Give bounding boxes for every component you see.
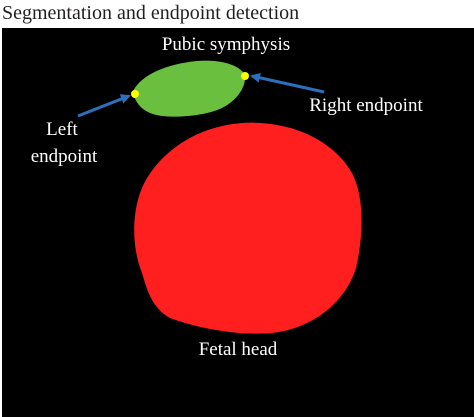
fetal-head-label: Fetal head xyxy=(199,339,278,360)
right-endpoint-marker xyxy=(241,72,249,80)
pubic-symphysis-label: Pubic symphysis xyxy=(162,34,290,55)
left-endpoint-arrow xyxy=(77,94,131,118)
right-endpoint-arrow xyxy=(250,72,325,94)
segmentation-canvas: Pubic symphysis Right endpoint Left endp… xyxy=(2,28,474,417)
figure-title: Segmentation and endpoint detection xyxy=(2,2,300,24)
fetal-head-region xyxy=(134,122,362,334)
pubic-symphysis-region xyxy=(133,60,246,117)
right-endpoint-label: Right endpoint xyxy=(309,95,423,116)
left-endpoint-marker xyxy=(131,90,139,98)
left-endpoint-label-line1: Left xyxy=(46,119,78,140)
segmentation-panel: Pubic symphysis Right endpoint Left endp… xyxy=(2,28,474,417)
left-endpoint-label-line2: endpoint xyxy=(31,146,98,167)
